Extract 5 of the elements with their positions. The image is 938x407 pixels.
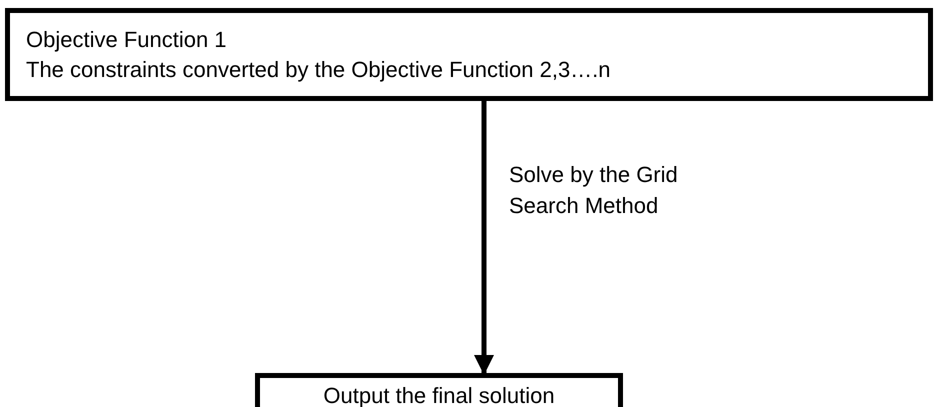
process-box [5, 8, 933, 101]
process-box [255, 373, 623, 407]
arrow [474, 101, 494, 375]
box-text: The constraints converted by the Objective Function 2,3….n [26, 56, 612, 84]
box-heading: Objective Function 1 [26, 26, 228, 54]
